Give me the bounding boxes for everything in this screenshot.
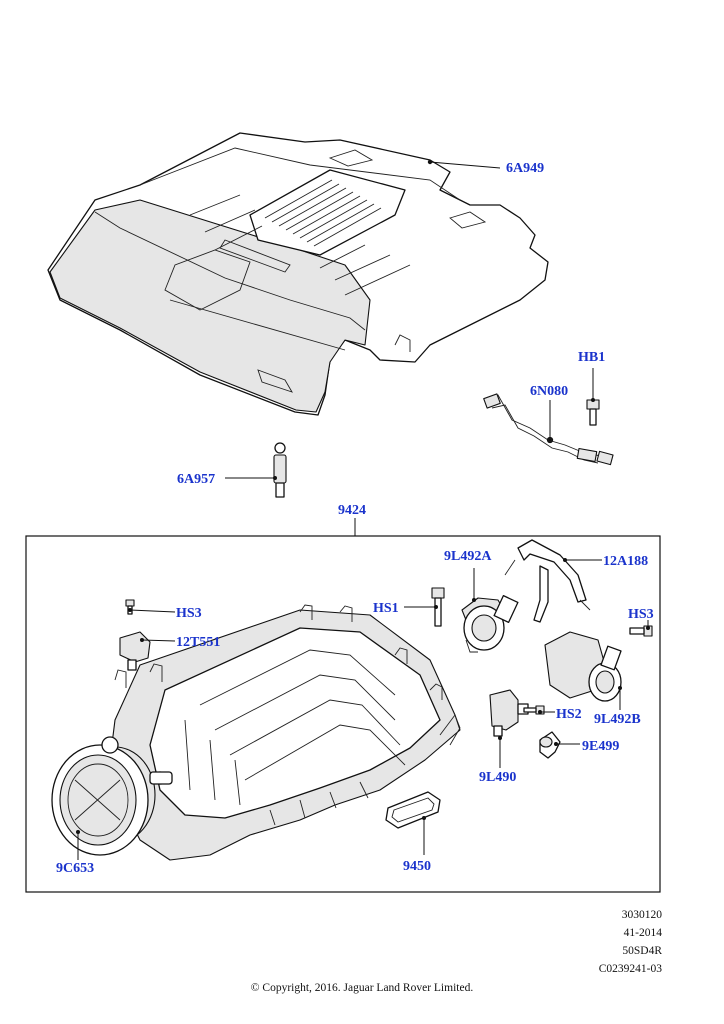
leader-dot-6n080 bbox=[548, 438, 552, 442]
leader-dot-12t551 bbox=[140, 638, 144, 642]
leader-dot-9e499 bbox=[554, 742, 558, 746]
callout-9l492a[interactable]: 9L492A bbox=[444, 549, 492, 564]
callout-hs2[interactable]: HS2 bbox=[556, 707, 582, 722]
leader-dot-hs3-left bbox=[128, 608, 132, 612]
callout-hs1[interactable]: HS1 bbox=[373, 601, 399, 616]
callout-hs3-left[interactable]: HS3 bbox=[176, 606, 202, 621]
callout-12t551[interactable]: 12T551 bbox=[176, 635, 220, 650]
callout-6a949[interactable]: 6A949 bbox=[506, 161, 544, 176]
callout-9424[interactable]: 9424 bbox=[338, 503, 366, 518]
callout-6n080[interactable]: 6N080 bbox=[530, 384, 568, 399]
ref-line: 50SD4R bbox=[622, 945, 662, 957]
valve-9l492a bbox=[461, 594, 519, 653]
leader-12t551 bbox=[141, 639, 176, 642]
hose-12a188 bbox=[504, 539, 591, 623]
leader-dot-9l492b bbox=[618, 686, 622, 690]
callout-6a957[interactable]: 6A957 bbox=[177, 472, 215, 487]
stud-6a957 bbox=[273, 442, 287, 498]
hose-9e499 bbox=[539, 731, 561, 759]
callout-9e499[interactable]: 9E499 bbox=[582, 739, 619, 754]
copyright-notice: © Copyright, 2016. Jaguar Land Rover Lim… bbox=[250, 982, 474, 994]
gasket-9450 bbox=[385, 791, 441, 829]
callout-hb1[interactable]: HB1 bbox=[578, 350, 605, 365]
callout-9l492b[interactable]: 9L492B bbox=[594, 712, 641, 727]
leader-dot-6a957 bbox=[273, 476, 277, 480]
intake-manifold bbox=[109, 604, 461, 861]
leader-dot-hs1 bbox=[434, 605, 438, 609]
assembly-frame-9424 bbox=[25, 535, 661, 893]
callout-hs3-right[interactable]: HS3 bbox=[628, 607, 654, 622]
throttle-body bbox=[51, 736, 173, 856]
callout-9l490[interactable]: 9L490 bbox=[479, 770, 516, 785]
leader-6a949 bbox=[429, 161, 501, 169]
leader-dot-9l490 bbox=[498, 736, 502, 740]
ref-line: C0239241-03 bbox=[598, 963, 662, 975]
leader-dot-hb1 bbox=[591, 398, 595, 402]
callout-9c653[interactable]: 9C653 bbox=[56, 861, 94, 876]
leader-dot-hs3-right bbox=[646, 626, 650, 630]
ref-line: 3030120 bbox=[621, 909, 662, 921]
leader-dot-6a949 bbox=[427, 159, 433, 165]
valve-9l492b bbox=[544, 631, 622, 702]
cover-vent-grille bbox=[264, 179, 382, 247]
wiring-harness bbox=[483, 393, 614, 466]
leader-hs3-left bbox=[129, 609, 176, 613]
callout-9450[interactable]: 9450 bbox=[403, 859, 431, 874]
ref-line: 41-2014 bbox=[623, 927, 662, 939]
bolt-hb1 bbox=[586, 399, 600, 426]
reference-block: 3030120 41-2014 50SD4R C0239241-03 bbox=[599, 906, 662, 978]
leader-dot-9l492a bbox=[472, 598, 476, 602]
callout-12a188[interactable]: 12A188 bbox=[603, 554, 648, 569]
leader-dot-12a188 bbox=[563, 558, 567, 562]
bolt-hs1 bbox=[431, 587, 445, 627]
engine-cover bbox=[47, 132, 549, 416]
leader-dot-9450 bbox=[422, 816, 426, 820]
leader-dot-hs2 bbox=[538, 710, 542, 714]
screw-hs3-right bbox=[629, 625, 653, 637]
sensor-9l490 bbox=[489, 689, 529, 737]
